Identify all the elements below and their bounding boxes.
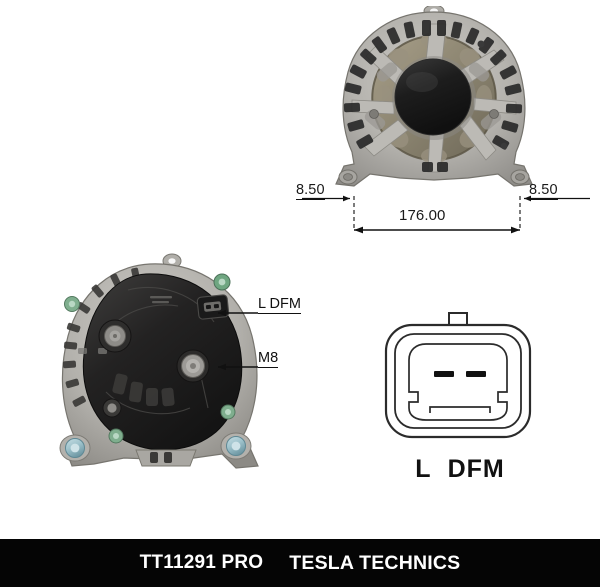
terminal-callout-label: M8 [258, 350, 279, 368]
extension-lines [353, 196, 521, 230]
b-plus-terminal-stud [176, 349, 210, 383]
connector-callout-label: L DFM [258, 296, 301, 314]
connector-keying-bar [429, 406, 491, 413]
cover-lower-fins [112, 373, 175, 407]
cover-lower-boss [102, 398, 122, 418]
rear-view-graphic [59, 253, 259, 469]
connector-leader-line [218, 309, 258, 317]
connector-pinout-diagram [378, 312, 542, 448]
terminal-callout: M8 [214, 350, 324, 374]
cover-boss-upper [98, 319, 132, 353]
connector-callout: L DFM [214, 296, 334, 320]
front-mounting-feet [338, 169, 530, 185]
terminal-leader-line [218, 363, 258, 371]
alternator-rear-view [50, 252, 276, 480]
left-hole-dimension: 8.50 [296, 182, 325, 200]
cover-label-text [78, 296, 172, 354]
connector-pin-labels: L DFM [385, 455, 535, 484]
connector-outline-graphic [384, 312, 532, 439]
rear-mounting-bolts [59, 273, 252, 462]
dimension-annotation-group: 8.50 8.50 176.00 [296, 176, 596, 242]
footer-bar: TT11291 PRO TESLA TECHNICS [0, 539, 600, 587]
brand-name: TESLA TECHNICS [289, 551, 461, 574]
terminal-slot-l [434, 371, 454, 377]
span-dimension-line [354, 226, 520, 234]
dimension-lines [302, 195, 590, 234]
terminal-slot-dfm [466, 371, 486, 377]
part-number: TT11291 PRO [139, 552, 264, 573]
front-vent-slots [343, 20, 523, 172]
pin-label-dfm: DFM [447, 455, 505, 483]
left-hole-leader-line [302, 195, 350, 202]
front-rotor-hub [392, 56, 476, 140]
span-dimension: 176.00 [399, 207, 446, 224]
connector-terminal-slots [434, 371, 486, 377]
alternator-front-view [318, 6, 550, 202]
connector-inner-cavity [408, 343, 508, 421]
front-view-graphic [335, 6, 533, 187]
pin-label-l: L [415, 455, 432, 483]
rear-bottom-vents [150, 452, 172, 463]
housing-bosses [369, 40, 508, 150]
right-hole-dimension: 8.50 [529, 182, 558, 200]
